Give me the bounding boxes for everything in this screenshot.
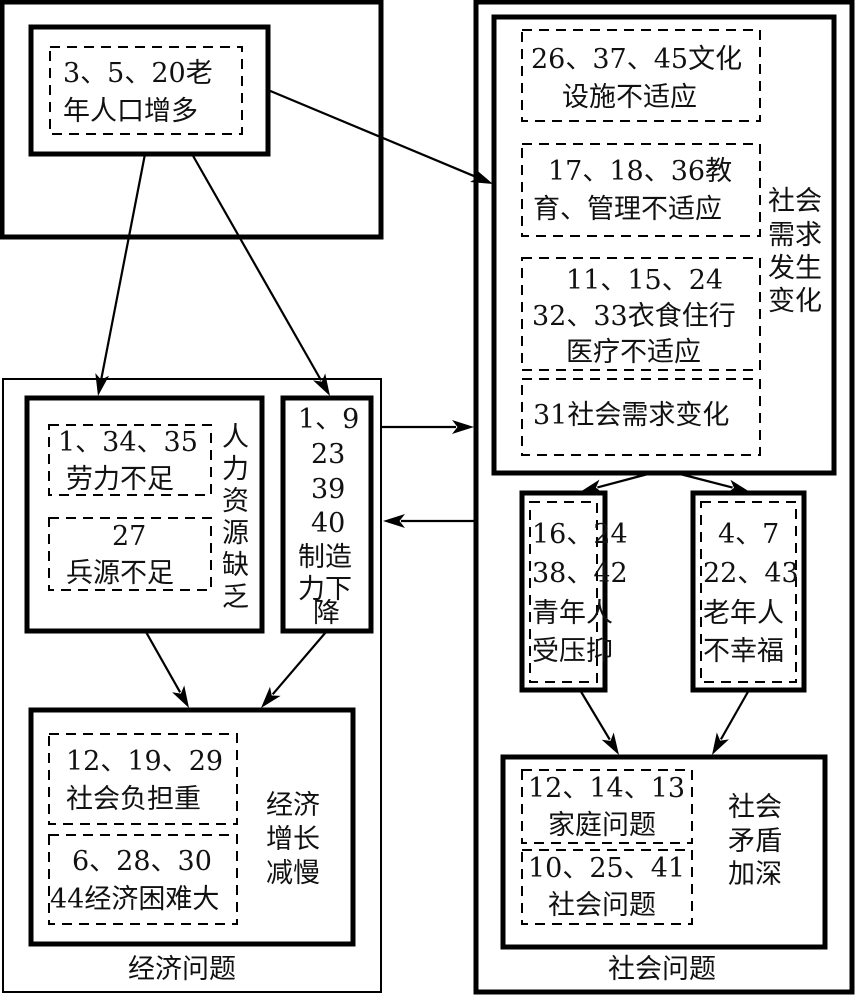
arrow-aging-to-manufacturing (191, 153, 330, 396)
arrow-shaft (267, 88, 477, 179)
aging-population-node: 3、5、20老 年人口增多 (28, 24, 271, 157)
manufacturing-line-4: 40 (311, 508, 345, 539)
elderly-line-4: 不幸福 (703, 636, 784, 667)
arrowhead-icon (601, 732, 619, 755)
education-line-2: 育、管理不适应 (533, 194, 722, 225)
living-needs-line-1: 11、15、24 (566, 265, 723, 296)
culture-facility-line-1: 26、37、45文化 (531, 44, 742, 75)
arrow-manufacturing-to-social (381, 420, 474, 434)
manufacturing-line-7: 降 (313, 598, 340, 629)
elderly-unhappy-node: 4、7 22、43 老年人 不幸福 (690, 490, 807, 693)
arrowhead-icon (452, 420, 474, 434)
hr-label-4: 源 (222, 518, 249, 549)
conflict-label-3: 加深 (728, 859, 782, 890)
youth-repressed-node: 16、24 38、42 青年人 受压抑 (519, 490, 628, 693)
social-demand-label-3: 发生 (768, 253, 822, 284)
culture-facility-line-2: 设施不适应 (562, 82, 697, 113)
social-burden-line-2: 社会负担重 (66, 784, 201, 815)
arrow-shaft (679, 472, 733, 489)
social-demand-label-1: 社会 (768, 186, 822, 217)
arrowhead-icon (712, 732, 729, 755)
youth-line-3: 青年人 (532, 598, 613, 629)
elderly-line-3: 老年人 (703, 598, 784, 629)
arrowhead-icon (172, 685, 189, 708)
conflict-label-2: 矛盾 (728, 826, 782, 857)
econ-label-3: 减慢 (266, 858, 320, 889)
economic-slowdown-node: 12、19、29 社会负担重 6、28、30 44经济困难大 经济 增长 减慢 (28, 707, 356, 947)
arrowhead-icon (95, 373, 110, 396)
aging-population-line-2: 年人口增多 (63, 96, 198, 127)
troop-shortage-line-2: 兵源不足 (66, 558, 174, 589)
youth-line-1: 16、24 (532, 519, 628, 550)
manufacturing-decline-node: 1、9 23 39 40 制造 力下 降 (280, 395, 374, 634)
manufacturing-line-1: 1、9 (298, 404, 359, 435)
hr-label-2: 力 (222, 454, 249, 485)
elderly-line-2: 22、43 (703, 558, 799, 589)
arrow-social-to-manufacturing (383, 514, 474, 528)
arrowhead-icon (580, 479, 604, 494)
education-line-1: 17、18、36教 (548, 156, 732, 187)
manufacturing-line-2: 23 (311, 439, 345, 470)
manufacturing-line-3: 39 (311, 474, 345, 505)
social-conflict-node: 12、14、13 家庭问题 10、25、41 社会问题 社会 矛盾 加深 (500, 754, 828, 950)
arrow-shaft (597, 472, 649, 489)
economic-hardship-line-1: 6、28、30 (72, 846, 212, 877)
arrowhead-icon (726, 479, 750, 494)
elderly-line-1: 4、7 (718, 519, 779, 550)
econ-label-2: 增长 (266, 824, 320, 855)
family-problem-line-1: 12、14、13 (528, 773, 685, 804)
arrows-layer (95, 88, 750, 755)
social-problems-title: 社会问题 (608, 954, 716, 985)
hr-label-3: 资 (222, 486, 249, 517)
youth-line-4: 受压抑 (532, 636, 613, 667)
social-problem-line-2: 社会问题 (548, 890, 656, 921)
hr-label-1: 人 (222, 422, 249, 453)
arrow-manufacturing-to-economic (261, 631, 327, 708)
conflict-label-1: 社会 (728, 792, 782, 823)
arrow-hr-to-economic (145, 631, 189, 708)
arrow-elderly-to-conflict (712, 689, 750, 755)
economic-problems-title: 经济问题 (128, 954, 236, 985)
arrow-shaft (191, 153, 323, 381)
family-problem-line-2: 家庭问题 (548, 810, 656, 841)
labor-shortage-line-1: 1、34、35 (58, 427, 198, 458)
hr-label-5: 缺 (222, 550, 249, 581)
arrow-demand-to-elderly (679, 472, 750, 494)
social-demand-label-2: 需求 (768, 220, 822, 251)
social-demand-label-4: 变化 (768, 286, 822, 317)
manufacturing-line-6: 力下 (298, 574, 352, 605)
social-demand-change-node: 26、37、45文化 设施不适应 17、18、36教 育、管理不适应 11、15… (491, 14, 837, 476)
aging-population-line-1: 3、5、20老 (63, 58, 213, 89)
hr-label-6: 乏 (222, 582, 249, 613)
manufacturing-line-5: 制造 (298, 542, 352, 573)
arrow-shaft (100, 153, 147, 379)
social-burden-line-1: 12、19、29 (66, 746, 223, 777)
arrowhead-icon (383, 514, 405, 528)
social-problem-line-1: 10、25、41 (528, 853, 685, 884)
arrow-shaft (719, 689, 750, 740)
labor-shortage-line-2: 劳力不足 (66, 464, 174, 495)
human-resource-shortage-node: 1、34、35 劳力不足 27 兵源不足 人 力 资 源 缺 乏 (24, 395, 265, 634)
economic-hardship-line-2: 44经济困难大 (50, 884, 219, 915)
arrow-shaft (145, 631, 182, 693)
arrow-shaft (271, 631, 327, 696)
living-needs-line-3: 医疗不适应 (566, 337, 701, 368)
troop-shortage-line-1: 27 (112, 521, 146, 552)
arrow-aging-to-social-demand (267, 88, 493, 184)
demand-change-line-1: 31社会需求变化 (533, 400, 729, 431)
arrow-shaft (579, 689, 611, 741)
living-needs-line-2: 32、33衣食住行 (532, 301, 736, 332)
arrowhead-icon (313, 373, 330, 396)
arrow-demand-to-youth (580, 472, 649, 494)
arrow-aging-to-human-resources (95, 153, 147, 396)
arrowhead-icon (261, 686, 281, 708)
youth-line-2: 38、42 (532, 558, 628, 589)
arrowhead-icon (470, 169, 493, 184)
arrow-youth-to-conflict (579, 689, 619, 755)
econ-label-1: 经济 (266, 790, 320, 821)
